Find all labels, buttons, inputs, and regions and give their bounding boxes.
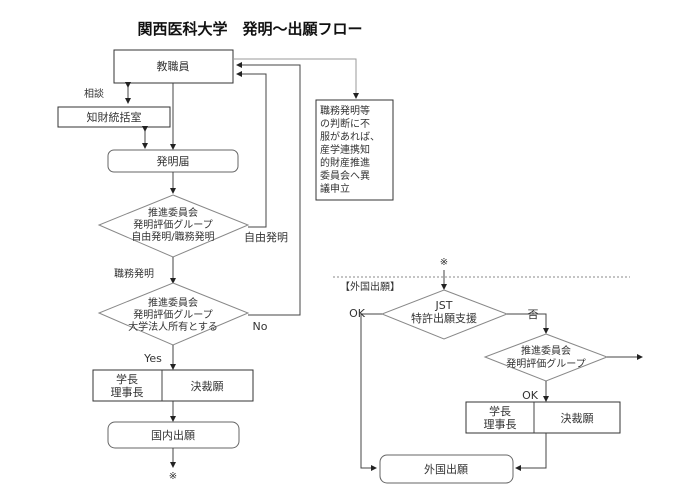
foreign-section-label: 【外国出願】	[340, 280, 400, 293]
jst-ok-arrow	[360, 313, 382, 471]
approval2-foreign-arrow	[515, 433, 547, 471]
decision1-line1: 推進委員会	[148, 206, 198, 219]
node-staff	[113, 49, 234, 84]
ok-left-label: OK	[349, 307, 366, 320]
approval-left-line2: 理事長	[111, 386, 144, 399]
foreign-filing-label: 外国出願	[424, 462, 468, 476]
asterisk-bottom: ※	[169, 471, 177, 482]
node-decision-jst-support	[380, 289, 509, 340]
decision1-line3: 自由発明/職務発明	[131, 230, 214, 243]
yes-label: Yes	[143, 352, 162, 365]
approval2-left-line1: 学長	[489, 404, 511, 418]
node-approval	[92, 369, 254, 402]
decision2-line1: 推進委員会	[148, 296, 198, 309]
node-foreign-filing	[379, 454, 514, 484]
node-staff-label: 教職員	[157, 60, 190, 73]
no-return-arrow	[236, 62, 301, 316]
approval-right-label: 決裁願	[191, 380, 224, 393]
decision3-line2: 発明評価グループ	[506, 357, 585, 370]
jst-deny-arrow	[507, 313, 549, 334]
decision2-line3: 大学法人所有とする	[128, 320, 218, 333]
ok-bottom-label: OK	[522, 389, 539, 402]
note-line2: の判断に不	[320, 117, 370, 130]
node-ip-office	[57, 106, 171, 128]
free-invention-label: 自由発明	[244, 230, 288, 244]
approval2-right-label: 決裁願	[561, 412, 594, 425]
node-objection-note	[315, 99, 394, 201]
decision2-line2: 発明評価グループ	[133, 308, 212, 321]
node-ip-office-label: 知財統括室	[87, 110, 142, 124]
free-invention-return-arrow	[236, 71, 267, 228]
decision3-line1: 推進委員会	[521, 344, 571, 357]
deny-label: 否	[528, 308, 539, 321]
jst-line2: 特許出願支援	[411, 311, 477, 325]
objection-arrow	[233, 58, 359, 99]
note-line6: 委員会へ異	[320, 169, 370, 182]
approval-left-line1: 学長	[116, 372, 138, 386]
job-invention-label: 職務発明	[114, 267, 154, 280]
note-line7: 議申立	[320, 182, 350, 195]
note-line4: 産学連携知	[320, 143, 370, 156]
approval2-left-line2: 理事長	[484, 418, 517, 431]
asterisk-top: ※	[440, 257, 448, 268]
jst-line1: JST	[435, 299, 453, 312]
node-approval-foreign	[465, 401, 621, 434]
domestic-filing-label: 国内出願	[151, 428, 195, 442]
decision1-line2: 発明評価グループ	[133, 218, 212, 231]
page-title: 関西医科大学 発明～出願フロー	[137, 20, 362, 38]
note-line3: 服があれば、	[320, 130, 380, 143]
no-label: No	[253, 320, 268, 333]
note-line1: 職務発明等	[320, 104, 370, 117]
consult-label: 相談	[84, 87, 104, 100]
node-invention-report-label: 発明届	[157, 154, 190, 168]
note-line5: 的財産推進	[320, 156, 370, 169]
node-decision-committee	[483, 333, 609, 382]
